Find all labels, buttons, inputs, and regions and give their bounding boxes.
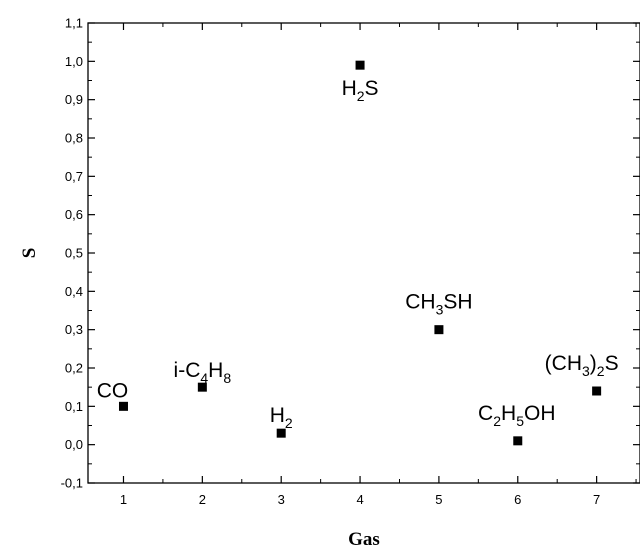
- label-text: ): [590, 352, 597, 375]
- y-tick-label: 0,7: [65, 169, 83, 184]
- label-text: SH: [443, 291, 472, 314]
- data-point-label: i-C4H8: [174, 359, 232, 386]
- x-axis-title: Gas: [348, 529, 380, 550]
- x-tick-label: 5: [435, 492, 442, 507]
- label-subscript: 2: [597, 363, 605, 379]
- x-tick-label: 4: [356, 492, 363, 507]
- label-text: OH: [524, 402, 556, 425]
- y-tick-label: 0,0: [65, 437, 83, 452]
- y-tick-label: 0,8: [65, 131, 83, 146]
- y-tick-label: 0,9: [65, 92, 83, 107]
- label-text: S: [605, 352, 619, 375]
- y-tick-label: 0,3: [65, 322, 83, 337]
- label-subscript: 5: [516, 413, 524, 429]
- label-text: S: [365, 77, 379, 100]
- label-subscript: 2: [493, 413, 501, 429]
- data-points: [118, 60, 602, 446]
- label-text: CO: [97, 379, 129, 402]
- label-text: H: [342, 77, 357, 100]
- data-point-marker: [276, 428, 286, 438]
- data-point-marker: [197, 382, 207, 392]
- data-point-label: H2S: [342, 77, 379, 104]
- x-tick-label: 7: [593, 492, 600, 507]
- axis-ticks: [88, 22, 640, 484]
- data-point-marker: [434, 325, 444, 335]
- data-point-label: CO: [97, 379, 129, 402]
- data-point-marker: [118, 401, 128, 411]
- y-tick-label: 0,6: [65, 207, 83, 222]
- y-tick-label: 1,0: [65, 54, 83, 69]
- y-tick-label: 0,2: [65, 361, 83, 376]
- label-text: H: [270, 404, 285, 427]
- data-point-label: C2H5OH: [478, 402, 555, 429]
- label-text: H: [501, 402, 516, 425]
- label-text: C: [478, 402, 493, 425]
- data-point-label: H2: [270, 404, 293, 431]
- label-subscript: 3: [436, 302, 444, 318]
- label-text: i-C: [174, 359, 201, 382]
- y-tick-label: 0,4: [65, 284, 83, 299]
- y-tick-label: 0,5: [65, 246, 83, 261]
- data-point-marker: [513, 436, 523, 446]
- x-tick-label: 2: [199, 492, 206, 507]
- label-subscript: 4: [200, 370, 208, 386]
- y-tick-label: -0,1: [61, 476, 83, 491]
- label-text: CH: [405, 291, 435, 314]
- label-text: H: [208, 359, 223, 382]
- label-subscript: 2: [285, 415, 293, 431]
- label-subscript: 8: [223, 370, 231, 386]
- x-tick-label: 1: [120, 492, 127, 507]
- label-subscript: 3: [582, 363, 590, 379]
- y-tick-label: 1,1: [65, 16, 83, 31]
- x-tick-label: 6: [514, 492, 521, 507]
- data-point-marker: [592, 386, 602, 396]
- data-point-label: CH3SH: [405, 291, 472, 318]
- data-point-marker: [355, 60, 365, 70]
- data-point-label: (CH3)2S: [545, 352, 619, 379]
- y-axis-title: S: [19, 248, 40, 259]
- axis-tick-labels: -0,1 0,0 0,1 0,2 0,3 0,4 0,5 0,6 0,7 0,8 0,9 1,0 1,1…: [61, 16, 601, 508]
- label-subscript: 2: [357, 88, 365, 104]
- label-text: (CH: [545, 352, 582, 375]
- y-tick-label: 0,1: [65, 399, 83, 414]
- x-tick-label: 3: [278, 492, 285, 507]
